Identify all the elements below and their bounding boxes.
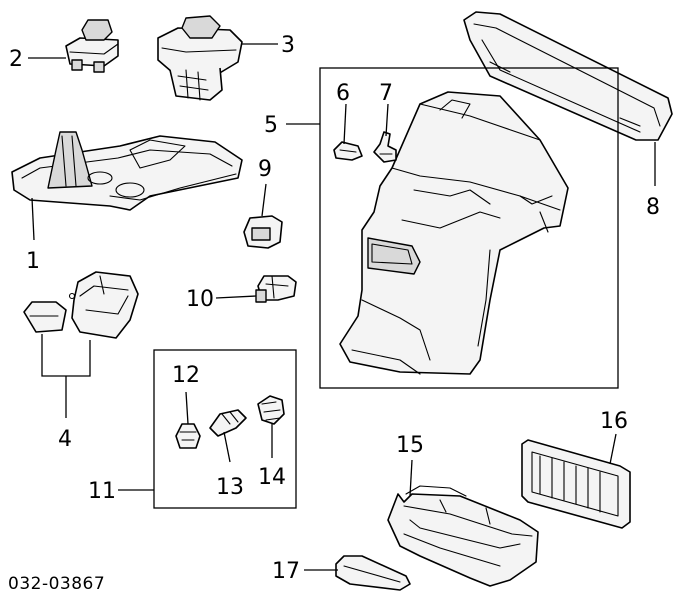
callout-3: 3 [281,33,295,58]
part-1-shift-panel[interactable] [11,131,243,211]
part-15-tray[interactable] [387,485,539,587]
part-17-pad[interactable] [335,555,411,591]
part-6-clip[interactable] [333,141,363,161]
part-14-socket[interactable] [257,395,285,458]
callout-6: 6 [336,81,350,106]
callout-4: 4 [58,427,72,452]
callout-9: 9 [258,157,272,182]
part-13-bulb-socket[interactable] [209,409,247,463]
part-11-group-frame [153,349,297,509]
callout-10: 10 [186,287,214,312]
part-2-switch[interactable] [65,19,119,73]
callout-12: 12 [172,363,200,388]
callout-11: 11 [88,479,116,504]
callout-14: 14 [258,465,286,490]
callout-17: 17 [272,559,300,584]
part-10-connector[interactable] [255,275,297,303]
callout-labels: 1 2 3 4 5 6 7 8 9 10 11 12 13 14 15 16 1… [9,33,660,584]
callout-1: 1 [26,249,40,274]
part-16-cover-plate[interactable] [521,439,631,529]
callout-8: 8 [646,195,660,220]
callout-7: 7 [379,81,393,106]
callout-13: 13 [216,475,244,500]
callout-2: 2 [9,47,23,72]
part-4-pocket[interactable] [23,271,139,339]
leader-lines [28,43,656,571]
part-5-group-frame [319,67,619,389]
callout-15: 15 [396,433,424,458]
part-7-bracket[interactable] [373,131,397,163]
diagram-code: 032-03867 [8,574,105,594]
part-5-console-body[interactable] [339,91,569,375]
part-12-bulb[interactable] [175,391,201,449]
part-3-switch-assembly[interactable] [157,15,243,101]
part-9-switch[interactable] [243,215,283,249]
callout-5: 5 [264,113,278,138]
callout-16: 16 [600,409,628,434]
